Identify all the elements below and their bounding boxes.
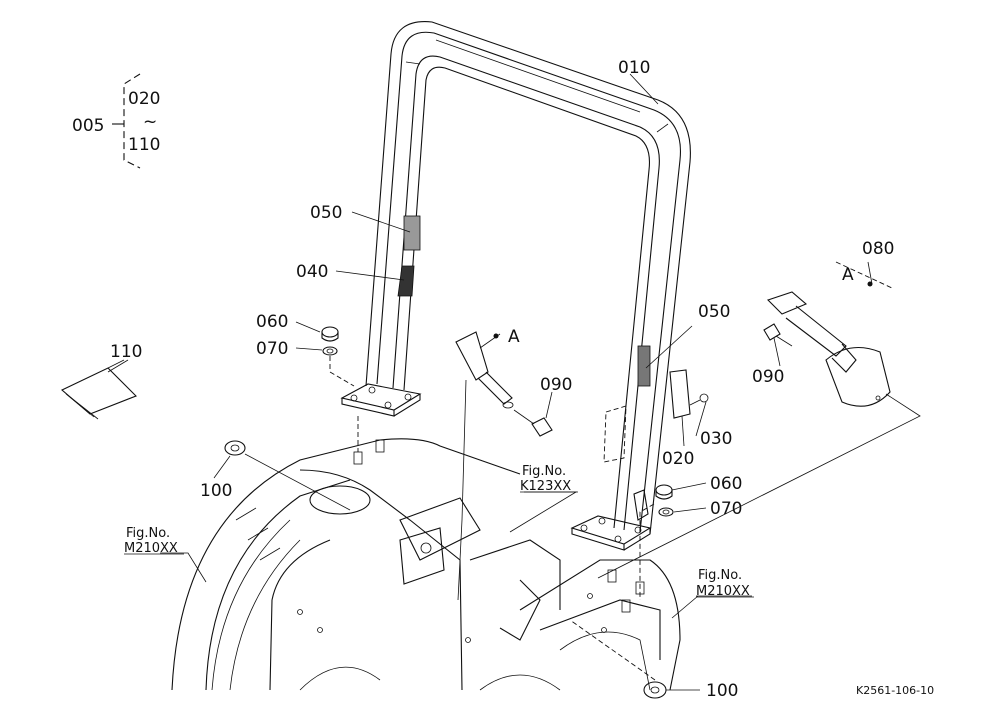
fig-ref-right-line1: Fig.No. (698, 568, 742, 583)
fig-ref-center-leader (509, 491, 578, 533)
spacer-100-bottom (569, 619, 667, 699)
part-label-060-right: 060 (710, 474, 742, 494)
part-label-050-right: 050 (698, 302, 730, 322)
part-label-050-left: 050 (310, 203, 342, 223)
part-label-070-right: 070 (710, 499, 742, 519)
fig-ref-right-leader (671, 595, 752, 619)
fig-ref-left-line1: Fig.No. (126, 526, 170, 541)
diagram-code: K2561-106-10 (856, 684, 934, 697)
rops-frame (340, 21, 691, 551)
assembly-range-to: 110 (128, 135, 160, 155)
part-label-100-left: 100 (200, 481, 232, 501)
part-label-020: 020 (662, 449, 694, 469)
fig-ref-center-line1: Fig.No. (522, 464, 566, 479)
spacer-100-left (224, 440, 351, 511)
fig-ref-center-line2: K123XX (520, 479, 571, 494)
screw-030 (689, 393, 709, 406)
part-label-030: 030 (700, 429, 732, 449)
bolt-090-right (763, 323, 793, 347)
part-label-070-left: 070 (256, 339, 288, 359)
seat-belt-080 (766, 261, 893, 407)
part-label-060-left: 060 (256, 312, 288, 332)
assembly-range-bracket (112, 73, 141, 169)
part-label-100-bottom: 100 (706, 681, 738, 701)
manual-110 (61, 359, 137, 420)
detail-leader (597, 393, 921, 579)
part-label-040: 040 (296, 262, 328, 282)
part-label-110: 110 (110, 342, 142, 362)
lever-assembly (455, 331, 553, 601)
part-label-010: 010 (618, 58, 650, 78)
assembly-range-from: 020 (128, 89, 160, 109)
fig-ref-left-leader (160, 552, 207, 583)
part-label-090-right: 090 (752, 367, 784, 387)
assembly-range-separator: ~ (143, 112, 157, 132)
label-leaders (107, 73, 873, 691)
assembly-number: 005 (72, 116, 104, 136)
part-label-080: 080 (862, 239, 894, 259)
fig-ref-left-line2: M210XX (124, 541, 178, 556)
decal-plate-020 (669, 369, 691, 419)
ref-label-a-detail: A (842, 265, 854, 285)
tractor-body (171, 438, 681, 691)
ref-label-a-center: A (508, 327, 520, 347)
fig-ref-right-line2: M210XX (696, 584, 750, 599)
part-label-090-center: 090 (540, 375, 572, 395)
nut-washer-left (321, 326, 355, 387)
mounting-studs (353, 416, 645, 613)
